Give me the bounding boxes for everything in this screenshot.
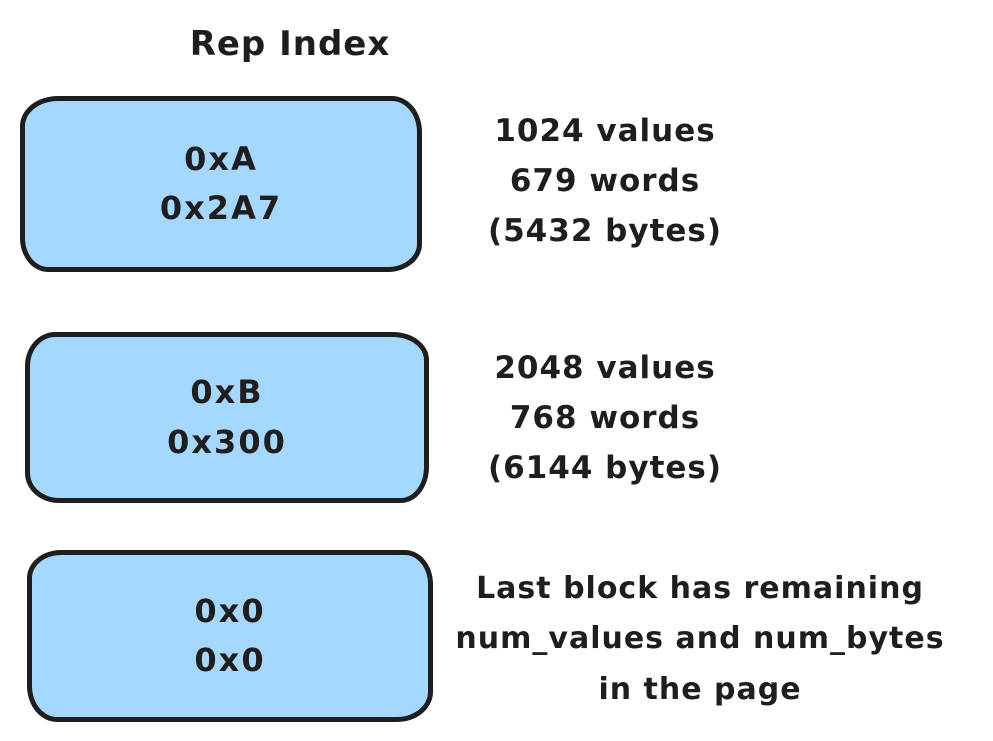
annotation-line: 768 words	[509, 400, 701, 437]
block-annotation-1: 1024 values 679 words (5432 bytes)	[430, 106, 780, 257]
annotation-line: 2048 values	[494, 350, 716, 386]
annotation-line: 679 words	[509, 163, 701, 200]
block-value: 0xB	[190, 373, 264, 412]
block-value: 0x2A7	[159, 189, 283, 227]
annotation-line: Last block has remaining	[476, 571, 924, 606]
annotation-line: num_values and num_bytes	[455, 621, 945, 657]
block-value: 0x0	[194, 641, 266, 679]
annotation-line: in the page	[598, 671, 802, 707]
block-annotation-2: 2048 values 768 words (6144 bytes)	[430, 343, 780, 494]
rep-index-block-1: 0xA 0x2A7	[20, 96, 422, 272]
annotation-line: (5432 bytes)	[487, 213, 723, 250]
block-annotation-3: Last block has remaining num_values and …	[420, 564, 980, 715]
block-value: 0x300	[167, 422, 287, 461]
rep-index-block-2: 0xB 0x300	[25, 332, 429, 503]
annotation-line: (6144 bytes)	[487, 450, 723, 487]
block-value: 0xA	[184, 139, 258, 178]
rep-index-block-3: 0x0 0x0	[27, 550, 433, 722]
diagram-title: Rep Index	[189, 24, 391, 64]
block-value: 0x0	[194, 591, 266, 630]
annotation-line: 1024 values	[494, 113, 716, 149]
